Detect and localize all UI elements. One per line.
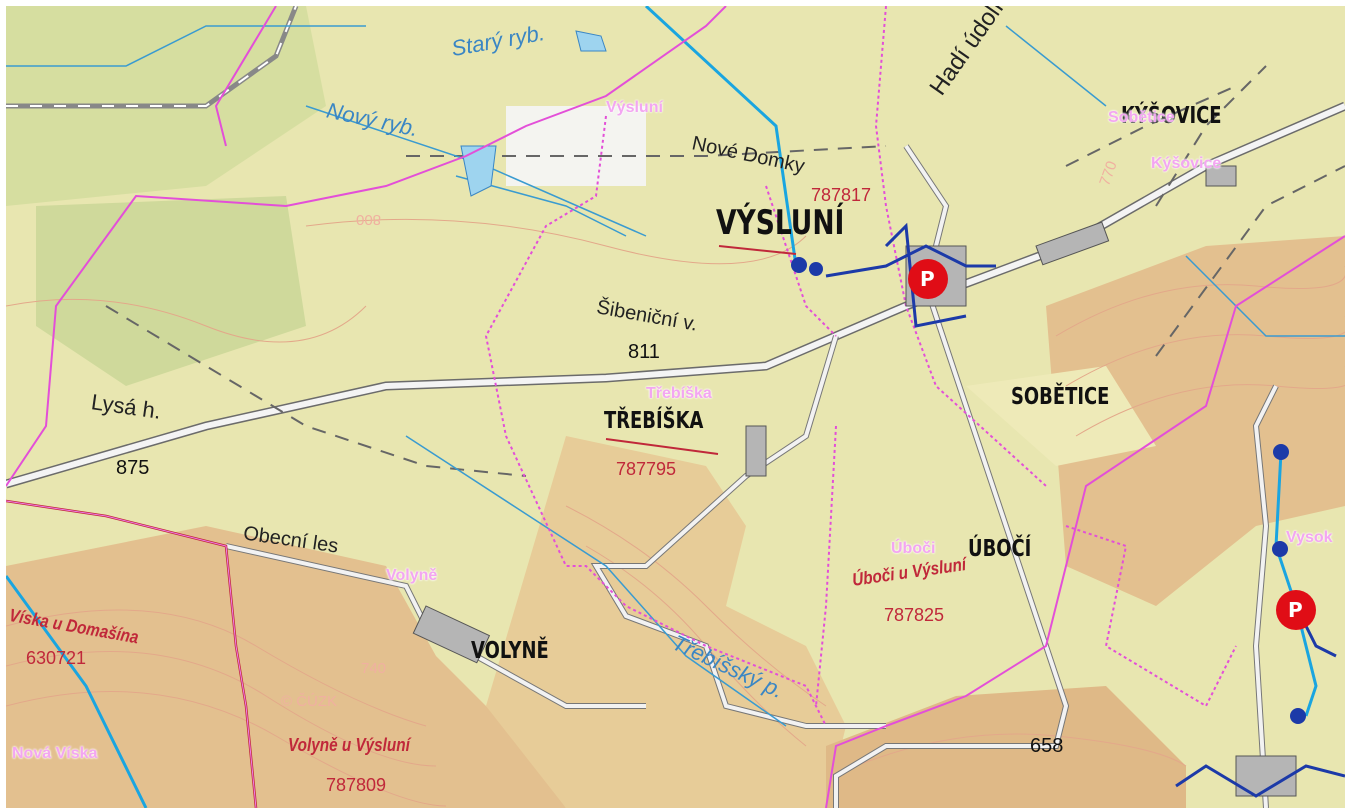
cadastral-volyne: Volyně u Výsluní: [288, 735, 410, 755]
code-vysluni: 787817: [811, 185, 872, 205]
water-pipe: [644, 6, 798, 267]
label-volyne: VOLYNĚ: [471, 638, 549, 664]
map-canvas[interactable]: P P Starý ryb. Nový ryb. Výsluní Nové Do…: [6, 6, 1345, 808]
label-pink-kysovice: Kýšovice: [1151, 155, 1222, 172]
water-points: [791, 257, 1306, 724]
red-line: [718, 245, 797, 255]
label-trebiska: TŘEBÍŠKA: [604, 408, 704, 434]
label-pink-sobetice: Sobětice: [1108, 109, 1175, 126]
cadastral-boundaries: [484, 6, 1237, 727]
code-trebiska: 787795: [616, 459, 677, 479]
peak-811: 811: [628, 341, 660, 363]
water-pipe: [6, 575, 148, 808]
forest-area: [486, 436, 846, 808]
meadow-area: [36, 196, 306, 386]
contour-740: 740: [361, 660, 387, 677]
label-pink-nova-viska: Nová Víska: [12, 745, 98, 762]
label-pink-trebiska: Třebíška: [646, 385, 712, 402]
label-pink-uboci: Úboči: [891, 540, 936, 557]
pond: [575, 30, 607, 52]
field-area: [966, 366, 1156, 466]
admin-boundaries: [6, 6, 1345, 808]
code-viska: 630721: [26, 648, 87, 668]
forest-area: [1046, 236, 1345, 606]
pond: [460, 145, 497, 197]
label-copyright: © ČÚZK: [281, 693, 338, 710]
label-uboci: ÚBOČÍ: [968, 536, 1032, 562]
forest-area: [6, 526, 566, 808]
field-area: [506, 106, 646, 186]
map-graphics: [6, 6, 1345, 808]
red-marker-icon[interactable]: P: [908, 259, 948, 299]
code-uboci: 787825: [884, 605, 945, 625]
peak-658: 658: [1030, 735, 1064, 757]
code-volyne: 787809: [326, 775, 387, 795]
label-sobetice: SOBĚTICE: [1011, 384, 1110, 410]
label-kysovice: KÝŠOVICE: [1121, 103, 1222, 129]
red-marker-icon[interactable]: P: [1276, 590, 1316, 630]
label-pink-vysok: Vysok: [1286, 529, 1333, 546]
contour-800: 800: [356, 211, 382, 228]
contour-lines: [6, 218, 1345, 807]
label-pink-vysluni: Výsluní: [606, 99, 663, 116]
label-vysluni: VÝSLUNÍ: [716, 203, 845, 243]
peak-875: 875: [116, 457, 150, 479]
label-pink-volyne: Volyně: [386, 567, 438, 584]
forest-tracks: [105, 65, 1345, 477]
